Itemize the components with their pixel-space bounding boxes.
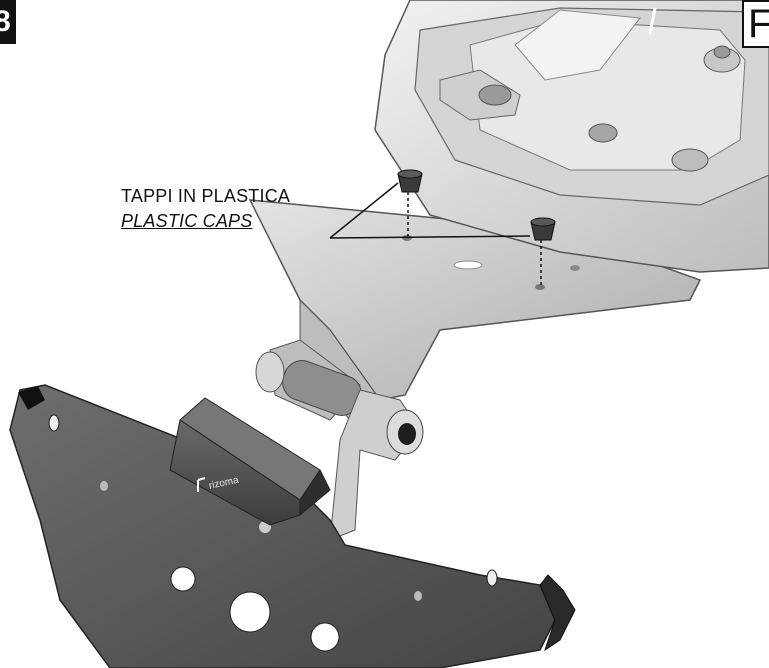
- plastic-cap-1: [397, 169, 423, 193]
- tail-tray: [374, 0, 769, 273]
- step-number-badge: 8: [0, 0, 16, 44]
- plate-holder: [9, 384, 576, 668]
- callout-label-english: PLASTIC CAPS: [121, 211, 253, 231]
- section-letter-tab: F: [742, 0, 769, 48]
- callout-label-italian: TAPPI IN PLASTICA: [121, 186, 291, 206]
- logo-block: [169, 397, 331, 526]
- leader-line-2: [329, 235, 531, 239]
- plastic-cap-2: [530, 217, 556, 241]
- hinge-assembly: [255, 339, 424, 541]
- leader-line-1: [329, 182, 399, 239]
